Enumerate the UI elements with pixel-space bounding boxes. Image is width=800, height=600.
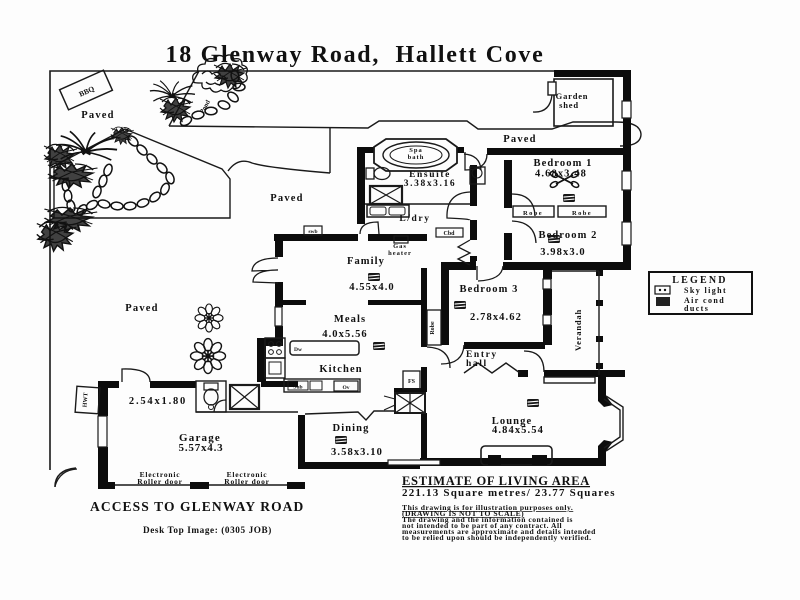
svg-text:swb: swb	[308, 229, 317, 235]
svg-text:Gas: Gas	[393, 243, 407, 250]
svg-text:Sub: Sub	[293, 385, 302, 391]
svg-text:heater: heater	[388, 250, 412, 257]
svg-text:hall: hall	[466, 359, 488, 369]
svg-text:Garden: Garden	[556, 91, 589, 101]
svg-text:Paved: Paved	[270, 193, 303, 204]
svg-text:Sky light: Sky light	[684, 286, 727, 295]
svg-text:bath: bath	[408, 154, 425, 161]
svg-text:shed: shed	[559, 100, 579, 110]
svg-text:4.68x3.48: 4.68x3.48	[535, 169, 587, 180]
svg-text:Roller door: Roller door	[224, 477, 270, 486]
svg-text:measurements are approximate a: measurements are approximate and details…	[402, 527, 596, 536]
svg-text:Air cond: Air cond	[684, 296, 725, 305]
svg-text:Paved: Paved	[81, 110, 114, 121]
svg-text:Paved: Paved	[503, 134, 536, 145]
svg-text:Robe: Robe	[430, 321, 436, 335]
svg-text:The drawing and the informatio: The drawing and the information containe…	[402, 515, 573, 524]
svg-text:LEGEND: LEGEND	[672, 275, 727, 286]
svg-text:Robe: Robe	[523, 210, 543, 217]
svg-text:Electronic: Electronic	[140, 470, 181, 479]
svg-text:Kitchen: Kitchen	[319, 364, 362, 375]
svg-text:HWT: HWT	[82, 392, 89, 407]
svg-text:BBQ: BBQ	[78, 84, 96, 99]
svg-text:ducts: ducts	[684, 304, 709, 313]
svg-text:221.13 Square metres/ 23.77 S: 221.13 Square metres/ 23.77 Squares	[402, 487, 616, 499]
svg-text:Bedroom 2: Bedroom 2	[539, 230, 598, 241]
svg-text:4.55x4.0: 4.55x4.0	[349, 282, 395, 293]
svg-text:2.78x4.62: 2.78x4.62	[470, 312, 522, 323]
svg-text:5.57x4.3: 5.57x4.3	[179, 442, 224, 454]
svg-text:Dw: Dw	[294, 347, 302, 353]
svg-text:Desk Top Image: (0305 JOB): Desk Top Image: (0305 JOB)	[143, 525, 272, 535]
svg-text:Paved: Paved	[125, 303, 158, 314]
svg-text:to be relied upon should be in: to be relied upon should be independentl…	[402, 533, 592, 542]
svg-text:ESTIMATE OF LIVING AREA: ESTIMATE OF LIVING AREA	[402, 474, 590, 488]
svg-text:Ensuite: Ensuite	[409, 170, 451, 180]
svg-text:Garage: Garage	[179, 432, 221, 444]
svg-text:This drawing is for illustrati: This drawing is for illustration purpose…	[402, 503, 573, 512]
svg-text:Bedroom 1: Bedroom 1	[534, 158, 593, 169]
svg-text:4.0x5.56: 4.0x5.56	[322, 329, 368, 340]
svg-text:Roller door: Roller door	[137, 477, 183, 486]
svg-text:Electronic: Electronic	[227, 470, 268, 479]
svg-text:Cbd: Cbd	[443, 231, 455, 237]
svg-text:3.98x3.0: 3.98x3.0	[540, 247, 586, 258]
svg-text:not intended to be part of any: not intended to be part of any contract.…	[402, 521, 562, 530]
svg-text:FS: FS	[408, 379, 416, 385]
svg-text:3.58x3.10: 3.58x3.10	[331, 447, 383, 458]
svg-text:4.84x5.54: 4.84x5.54	[492, 425, 544, 436]
svg-text:Bedroom 3: Bedroom 3	[460, 284, 519, 295]
svg-text:(DRAWING IS NOT TO SCALE): (DRAWING IS NOT TO SCALE)	[402, 509, 524, 518]
svg-text:L/dry: L/dry	[399, 214, 430, 224]
svg-text:Meals: Meals	[334, 314, 366, 325]
svg-text:Spa: Spa	[409, 147, 422, 154]
svg-text:Robe: Robe	[572, 210, 592, 217]
svg-text:Dining: Dining	[333, 423, 370, 434]
svg-text:Family: Family	[347, 256, 385, 267]
svg-text:ACCESS TO GLENWAY ROAD: ACCESS TO GLENWAY ROAD	[90, 499, 304, 514]
svg-text:3.38x3.16: 3.38x3.16	[404, 179, 456, 189]
svg-text:Ov: Ov	[342, 385, 349, 391]
svg-text:Entry: Entry	[466, 350, 498, 360]
svg-text:Lounge: Lounge	[492, 416, 532, 427]
svg-text:Verandah: Verandah	[573, 309, 583, 351]
svg-text:2.54x1.80: 2.54x1.80	[129, 396, 187, 407]
